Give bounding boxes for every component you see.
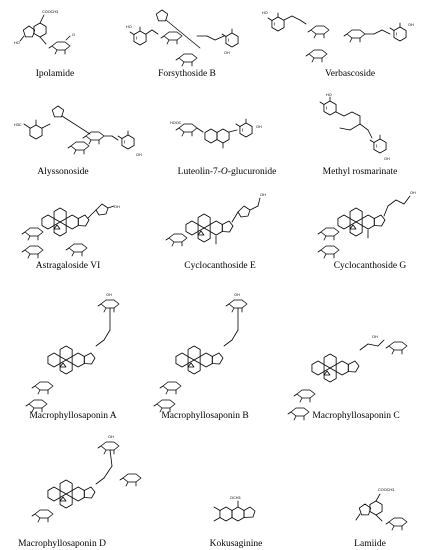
atom-label: OCH3 <box>230 496 241 500</box>
atom-label: HO <box>14 41 20 45</box>
atom-label: OH <box>384 157 390 161</box>
atom-label: OH <box>108 435 114 439</box>
compound-name: Ipolamide <box>36 69 75 79</box>
atom-label: OH <box>224 51 230 55</box>
atom-label: OH <box>234 293 240 297</box>
compound-name: Alyssonoside <box>37 167 88 177</box>
macrophyllosaponin-d-structure <box>32 442 141 522</box>
atom-label: HOOC <box>170 121 182 125</box>
atom-label: COOCH3 <box>42 10 58 14</box>
verbascoside-structure <box>268 13 406 62</box>
atom-label: OH <box>136 153 142 157</box>
compound-name: Verbascoside <box>325 69 375 79</box>
compound-name: Kokusaginine <box>210 539 263 549</box>
atom-label: OH <box>114 205 120 209</box>
astragaloside-vi-structure <box>22 203 115 258</box>
atom-label: HO <box>126 25 132 29</box>
compound-name: Cyclocanthoside G <box>334 261 407 271</box>
compound-name: Macrophyllosaponin D <box>18 539 106 549</box>
compound-name: Forsythoside B <box>158 69 216 79</box>
macrophyllosaponin-b-structure <box>154 300 247 412</box>
atom-label: O <box>72 33 75 37</box>
methyl-rosmarinate-structure <box>320 97 386 153</box>
macrophyllosaponin-a-structure <box>26 300 119 412</box>
compound-name-luteolin: Luteolin-7-O-glucuronide <box>178 167 277 177</box>
atom-label: OH <box>410 191 416 195</box>
atom-label: OH <box>372 335 378 339</box>
atom-label: OH <box>106 293 112 297</box>
compound-name: Macrophyllosaponin C <box>312 411 399 421</box>
cyclocanthoside-g-structure <box>318 195 411 258</box>
compound-name: Macrophyllosaponin B <box>161 411 248 421</box>
atom-label: COOCH3 <box>378 488 394 492</box>
lamiide-structure <box>355 493 407 530</box>
macrophyllosaponin-c-structure <box>288 339 407 420</box>
compound-labels: Ipolamide Forsythoside B Verbascoside Al… <box>18 69 406 549</box>
compound-name: Macrophyllosaponin A <box>29 411 116 421</box>
compound-name: Cyclocanthoside E <box>184 261 256 271</box>
atom-label: OH <box>408 23 414 27</box>
atom-labels: COOCH3 HO O HO OH HO OH H3C OH HOOC OH H… <box>14 10 416 500</box>
forsythoside-b-structure <box>130 9 238 66</box>
atom-label: HO <box>262 11 268 15</box>
compound-name: Methyl rosmarinate <box>323 167 398 177</box>
compound-name: Lamiide <box>354 539 386 549</box>
alyssonoside-structure <box>23 105 134 154</box>
cyclocanthoside-e-structure <box>166 197 261 246</box>
ipolamide-structure <box>19 14 71 54</box>
atom-label: OH <box>256 125 262 129</box>
compound-name: Astragaloside VI <box>36 261 100 271</box>
atom-label: OH <box>260 193 266 197</box>
atom-label: HO <box>326 93 332 97</box>
luteolin-7-o-glucuronide-structure <box>176 119 252 149</box>
atom-label: H3C <box>14 123 22 127</box>
kokusaginine-structure <box>213 500 256 522</box>
